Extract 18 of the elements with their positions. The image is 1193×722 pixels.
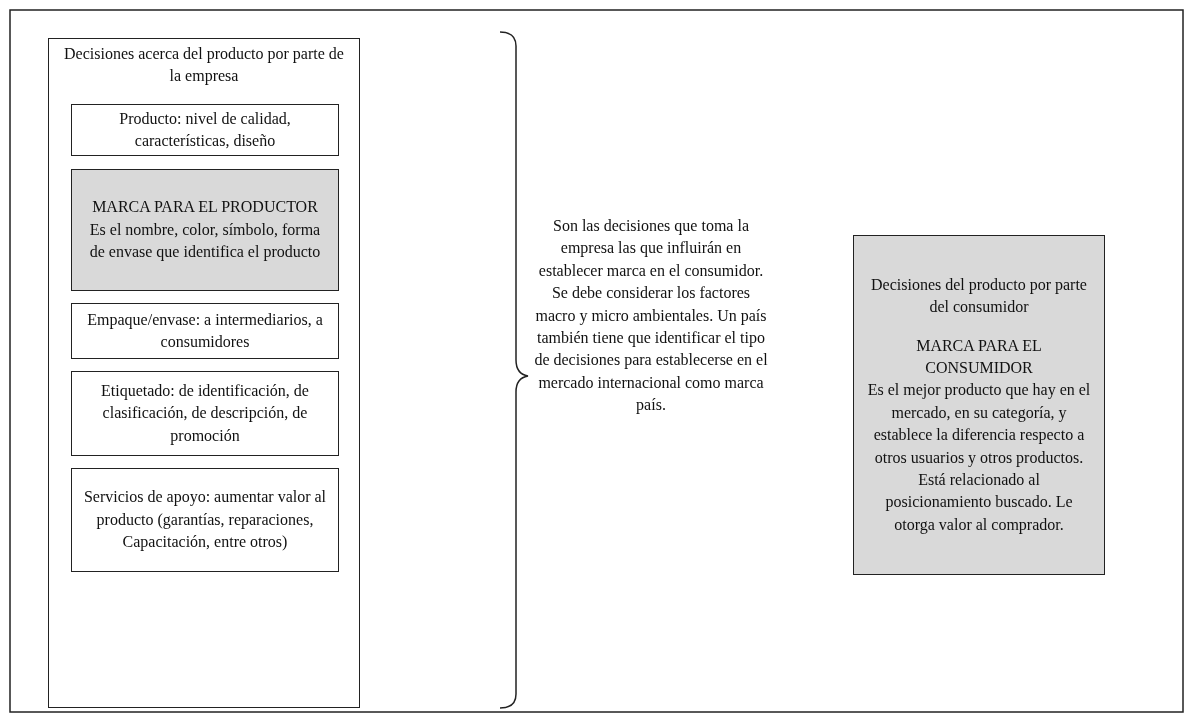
process-box <box>71 371 339 456</box>
box-text: Empaque/envase: a intermediarios, a consumidores <box>86 309 324 352</box>
box-text: Decisiones acerca del producto por parte de la empresa <box>63 44 345 87</box>
process-box <box>71 303 339 359</box>
box-heading: Decisiones del producto por parte del consumidor <box>870 274 1088 318</box>
highlight-box <box>71 169 339 291</box>
box-text: Servicios de apoyo: aumentar valor al producto (garantías, reparaciones, Capacitación, entre otros) <box>82 487 328 553</box>
process-box <box>71 104 339 156</box>
box-heading: MARCA PARA EL PRODUCTOR <box>91 197 319 218</box>
process-box <box>71 468 339 572</box>
box-text: Es el mejor producto que hay en el mercado, en su categoría, y establece la diferencia respecto a otros usuarios y otros productos. Está relacionado al posicionamiento buscado. Le otorga valor al comprador. <box>866 380 1092 536</box>
box-text: Producto: nivel de calidad, características, diseño <box>118 108 292 151</box>
note-text: Son las decisiones que toma la empresa las que influirán en establecer marca en el consumidor. Se debe considerar los factores macro y micro ambientales. Un país también tiene que identificar el tipo de decisiones para establecerse en el mercado internacional como marca país. <box>533 216 769 416</box>
box-text: Etiquetado: de identificación, de clasificación, de descripción, de promoción <box>100 380 310 447</box>
highlight-box <box>853 235 1105 575</box>
box-heading: MARCA PARA EL CONSUMIDOR <box>915 335 1043 378</box>
group-box <box>48 38 360 708</box>
box-text: Es el nombre, color, símbolo, forma de envase que identifica el producto <box>88 219 322 263</box>
